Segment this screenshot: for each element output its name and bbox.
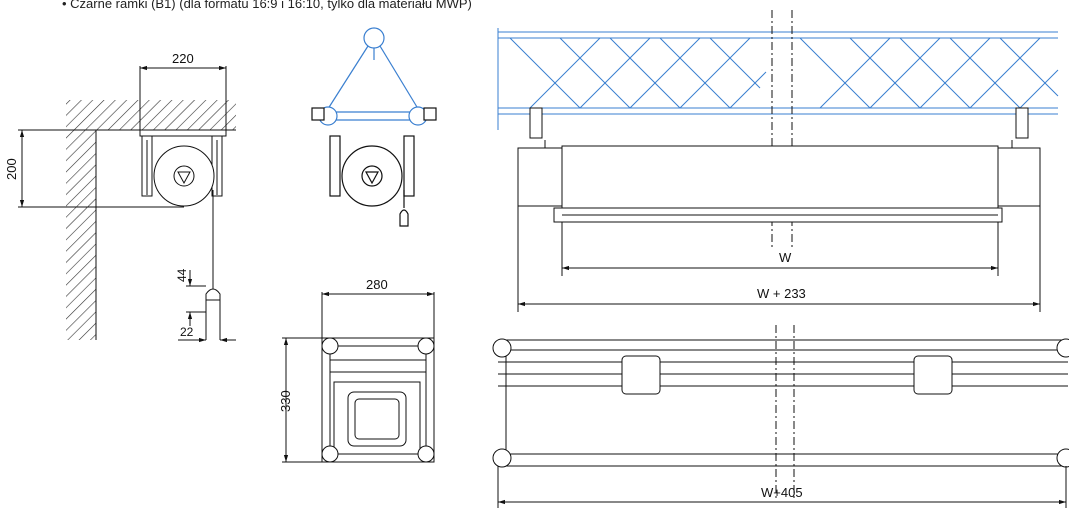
header-note: • Czarne ramki (B1) (dla formatu 16:9 i …	[62, 0, 472, 11]
dim-end-width: 280	[366, 277, 388, 292]
bottom-view	[492, 338, 1069, 508]
dim-wall-width: 220	[172, 51, 194, 66]
wall-hatch	[66, 100, 96, 340]
dim-pull-width: 22	[180, 325, 194, 339]
dim-wall-height: 200	[4, 158, 19, 180]
front-view	[497, 10, 1059, 500]
wall-mount-view	[18, 65, 236, 343]
dim-screen-width: W	[779, 250, 792, 265]
roller	[153, 145, 215, 207]
dim-pull-height: 44	[175, 268, 189, 282]
dim-case-width: W + 233	[757, 286, 806, 301]
truss-mount-view	[311, 27, 437, 227]
end-view	[282, 291, 435, 463]
dim-truss-width: W+405	[761, 485, 803, 500]
ceiling-hatch	[96, 100, 236, 130]
dim-end-height: 330	[278, 390, 293, 412]
